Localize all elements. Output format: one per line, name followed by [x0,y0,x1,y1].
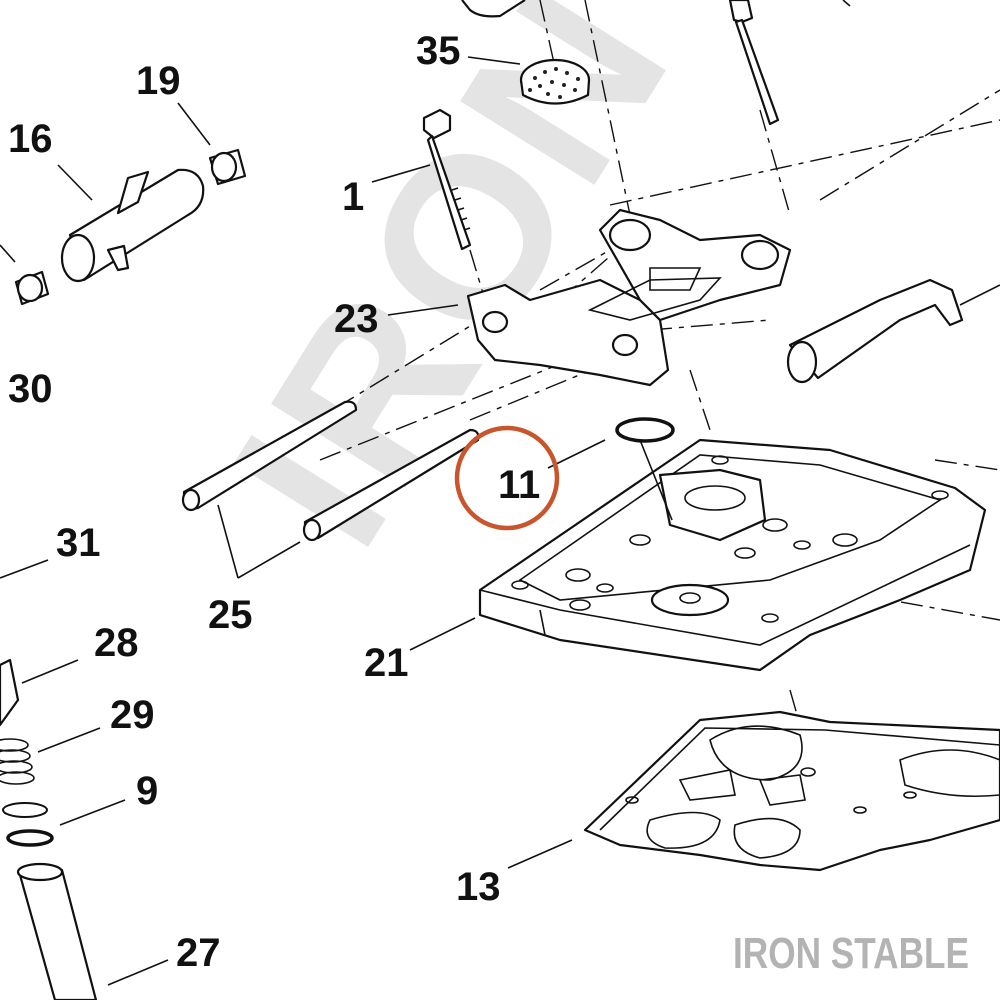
part-11-o-ring [615,417,675,443]
callout-35: 35 [416,29,461,73]
callout-labels: 35 19 16 1 23 30 11 31 25 28 21 29 9 13 … [8,29,540,975]
part-16-rocker-shaft [60,168,205,283]
callout-29: 29 [110,693,155,737]
callout-9: 9 [136,769,158,813]
callout-1: 1 [342,175,364,219]
part-1-bolt-upper [728,0,780,126]
part-23-rocker-support [466,208,792,387]
part-13-gasket [583,710,1000,872]
callout-30: 30 [8,367,53,411]
callout-25: 25 [208,593,253,637]
callout-28: 28 [94,621,139,665]
callout-19: 19 [136,59,181,103]
part-27-cover-tube [16,862,98,1000]
part-21-rocker-housing [478,438,987,672]
highlight-circle [454,425,560,531]
part-top-bracket [461,0,526,18]
callout-13: 13 [456,865,501,909]
callout-23: 23 [334,297,379,341]
part-29-spring [0,738,35,785]
callout-27: 27 [176,931,221,975]
callout-21: 21 [364,641,409,685]
part-30-bushing [14,270,50,306]
brand-logo: IRON STABLE [733,929,969,978]
part-19-bushing [208,148,247,186]
callout-11: 11 [498,463,540,507]
part-35-filter [519,58,591,105]
part-28-block [0,658,20,727]
callout-16: 16 [8,117,53,161]
part-25-pushrods [181,400,480,542]
part-rocker-arm [786,278,964,384]
part-9-seals [2,802,54,847]
part-1-bolt [422,108,472,251]
callout-31: 31 [56,521,101,565]
